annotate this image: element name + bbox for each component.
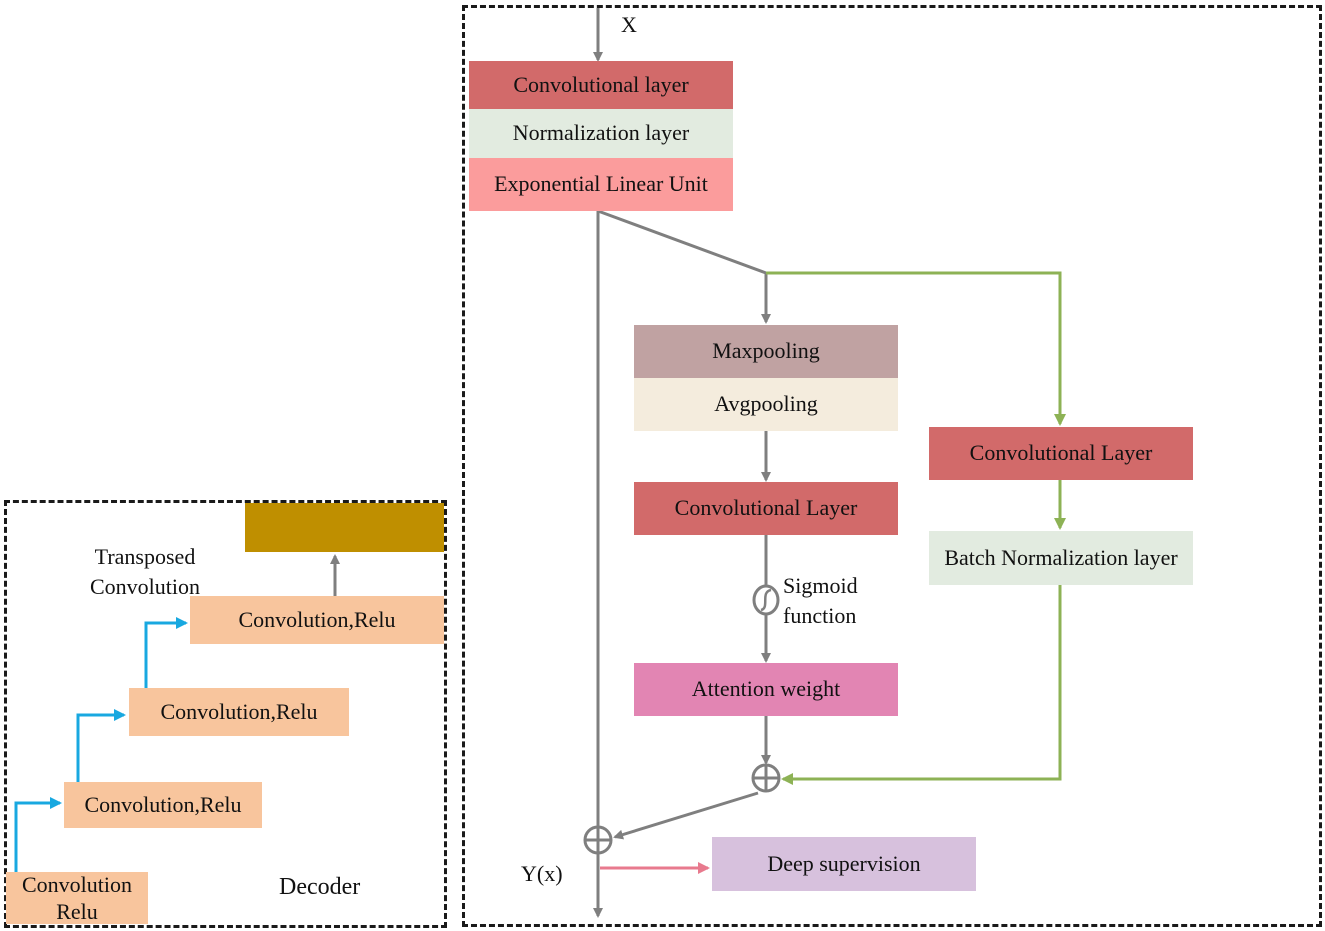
encoder-frame: [462, 5, 1322, 927]
decoder-block-2: Convolution,Relu: [64, 782, 262, 828]
side-conv-layer: Convolutional Layer: [929, 427, 1193, 480]
arrow-sum-trunk: [613, 791, 759, 840]
decoder-step-2: [76, 709, 126, 782]
avgpooling-block: Avgpooling: [634, 378, 898, 431]
decoder-block-4: Convolution,Relu: [190, 596, 444, 644]
decoder-output-block: [245, 503, 444, 552]
side-bn-layer: Batch Normalization layer: [929, 531, 1193, 585]
output-label: Y(x): [521, 861, 563, 886]
stem-elu-layer: Exponential Linear Unit: [469, 158, 733, 211]
maxpooling-block: Maxpooling: [634, 325, 898, 378]
attention-weight-block: Attention weight: [634, 663, 898, 716]
decoder-title: Decoder: [279, 874, 361, 900]
stem-norm-layer: Normalization layer: [469, 109, 733, 158]
decoder-block-3: Convolution,Relu: [129, 688, 349, 736]
branch-line: [597, 209, 771, 324]
decoder-frame: [4, 500, 447, 928]
sigmoid-label: Sigmoid function: [783, 573, 858, 628]
deep-supervision-block: Deep supervision: [712, 837, 976, 891]
decoder-step-1: [14, 797, 62, 872]
attention-conv-layer: Convolutional Layer: [634, 482, 898, 535]
side-branch-line: [766, 271, 1066, 426]
stem-conv-layer: Convolutional layer: [469, 61, 733, 109]
decoder-step-3: [144, 617, 188, 688]
decoder-block-1: Convolution Relu: [6, 872, 148, 924]
input-label: X: [621, 12, 637, 37]
transposed-conv-label: Transposed Convolution: [89, 544, 200, 599]
side-return-line: [781, 585, 1062, 785]
